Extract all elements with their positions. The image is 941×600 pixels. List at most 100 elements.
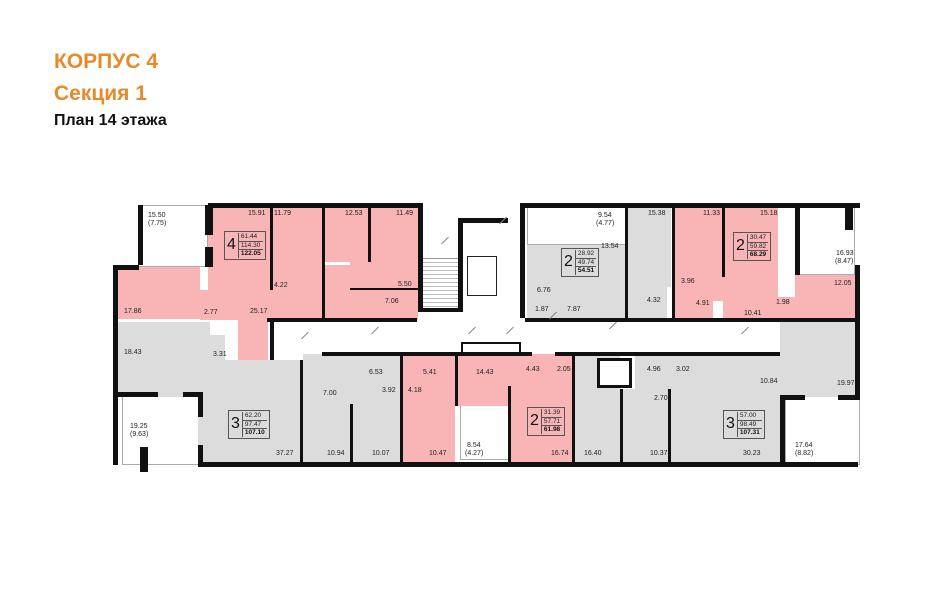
room-area-label: 3.02 <box>676 366 690 373</box>
apt4-hall[interactable] <box>238 320 268 360</box>
apt3a-room-653[interactable] <box>335 354 400 382</box>
apt3b-room-1037[interactable] <box>620 407 670 465</box>
apt-badge-3-room-b[interactable]: 3 57.00 98.49 107.31 <box>723 410 765 439</box>
wall <box>198 392 203 417</box>
room-area-label: 17.64 <box>795 442 813 449</box>
apt-badge-2-room-a[interactable]: 2 28.92 49.74 54.51 <box>561 248 600 277</box>
partition <box>400 354 403 465</box>
wall <box>785 395 805 400</box>
apt2c-room-418[interactable] <box>400 384 455 406</box>
balcony-apt3a[interactable] <box>122 395 202 465</box>
partition <box>270 207 273 290</box>
room-area-label: 19.97 <box>837 380 855 387</box>
wall <box>418 203 423 310</box>
wall <box>267 318 417 322</box>
room-area-label: 10.84 <box>760 378 778 385</box>
apt2b-room-1518[interactable] <box>723 207 778 267</box>
elevator-2[interactable] <box>597 358 632 388</box>
apt4-room-2517[interactable] <box>208 265 350 320</box>
room-count: 2 <box>564 253 573 271</box>
wall <box>198 445 203 467</box>
apt-badge-2-room-c[interactable]: 2 31.39 57.71 61.98 <box>527 407 566 436</box>
apt3b-room-1997[interactable] <box>780 322 857 397</box>
room-area-label: 17.86 <box>124 308 142 315</box>
apt2a-room-787[interactable] <box>552 296 617 320</box>
partition <box>572 354 575 465</box>
room-area-label: 15.18 <box>760 210 778 217</box>
building-title: КОРПУС 4 <box>54 50 158 73</box>
apt2b-room-396[interactable] <box>675 277 723 301</box>
apt2a-room-676[interactable] <box>527 280 557 302</box>
wall <box>525 203 860 208</box>
apt2c-room-443[interactable] <box>510 354 550 386</box>
partition <box>455 354 458 406</box>
room-area-label: (7.75) <box>148 220 167 227</box>
room-area-label: 3.92 <box>382 387 396 394</box>
room-area-label: 37.27 <box>276 450 294 457</box>
room-count: 3 <box>726 415 735 433</box>
total-area: 98.49 <box>737 421 762 429</box>
apt4-room-550[interactable] <box>350 262 418 288</box>
room-area-label: 2.70 <box>654 395 668 402</box>
total-area-with-balcony: 122.05 <box>240 250 261 257</box>
apt2b-room-491[interactable] <box>675 301 713 320</box>
partition <box>672 207 675 320</box>
balcony-apt2a[interactable] <box>527 205 632 245</box>
apt3a-room-1094[interactable] <box>303 404 353 465</box>
room-area-label: (4.27) <box>465 450 484 457</box>
apt2c-room-205[interactable] <box>550 354 572 386</box>
room-area-label: 25.17 <box>250 308 268 315</box>
apt4-room-706[interactable] <box>350 288 418 320</box>
apt4-room-1591[interactable] <box>208 207 272 265</box>
partition <box>508 386 511 465</box>
wall <box>458 218 463 310</box>
apt-badge-2-room-b[interactable]: 2 30.47 59.82 68.29 <box>733 232 772 261</box>
room-area-label: 13.54 <box>601 243 619 250</box>
apt3a-room-3727[interactable] <box>198 360 303 465</box>
room-area-label: 30.23 <box>743 450 761 457</box>
living-area: 62.20 <box>242 412 267 421</box>
apt3a-room-1007[interactable] <box>353 404 400 465</box>
elevator[interactable] <box>467 256 497 296</box>
apt4-room-277[interactable] <box>200 290 222 320</box>
living-area: 61.44 <box>238 233 263 242</box>
room-area-label: 2.77 <box>204 309 218 316</box>
apt4-room-1253[interactable] <box>324 207 372 262</box>
apt3b-room-3023[interactable] <box>670 354 785 465</box>
apt2b-room-1041[interactable] <box>723 267 778 320</box>
balcony-apt4[interactable] <box>138 205 208 267</box>
apt2c-room-1047[interactable] <box>400 406 455 465</box>
apt2b-room-1133[interactable] <box>675 207 723 277</box>
apt4-room-1786[interactable] <box>118 267 200 319</box>
room-count: 2 <box>736 237 745 255</box>
wall <box>418 308 463 312</box>
apt4-room-1149[interactable] <box>372 207 418 262</box>
room-area-label: 19.25 <box>130 423 148 430</box>
apt2b-room-1205[interactable] <box>795 275 857 320</box>
apt4-room-1179[interactable] <box>272 207 324 257</box>
apt2a-room-1538[interactable] <box>627 207 671 287</box>
room-area-label: 1.98 <box>776 299 790 306</box>
apt2b-room-198[interactable] <box>773 297 795 320</box>
apt-badge-3-room-a[interactable]: 3 62.20 97.47 107.10 <box>228 410 270 439</box>
living-area: 28.92 <box>575 250 597 259</box>
room-area-label: 7.06 <box>385 298 399 305</box>
wall <box>138 205 143 265</box>
wall <box>270 322 274 360</box>
apt-badge-4-room[interactable]: 4 61.44 114.30 122.05 <box>224 231 266 260</box>
apt3a-room-392[interactable] <box>350 382 400 404</box>
wall <box>525 318 855 322</box>
apt2a-room-187[interactable] <box>527 302 552 320</box>
apt3b-room-496[interactable] <box>635 354 665 389</box>
room-area-label: 15.50 <box>148 212 166 219</box>
wall <box>205 205 213 235</box>
room-area-label: 15.38 <box>648 210 666 217</box>
partition <box>668 389 671 465</box>
corridor[interactable] <box>270 322 780 354</box>
total-area-with-balcony: 107.31 <box>739 429 760 436</box>
apt3a-room-1843[interactable] <box>118 322 210 397</box>
partition <box>722 207 725 277</box>
room-count: 3 <box>231 415 240 433</box>
room-area-label: (8.47) <box>835 258 854 265</box>
apt2c-room-541[interactable] <box>400 354 455 384</box>
